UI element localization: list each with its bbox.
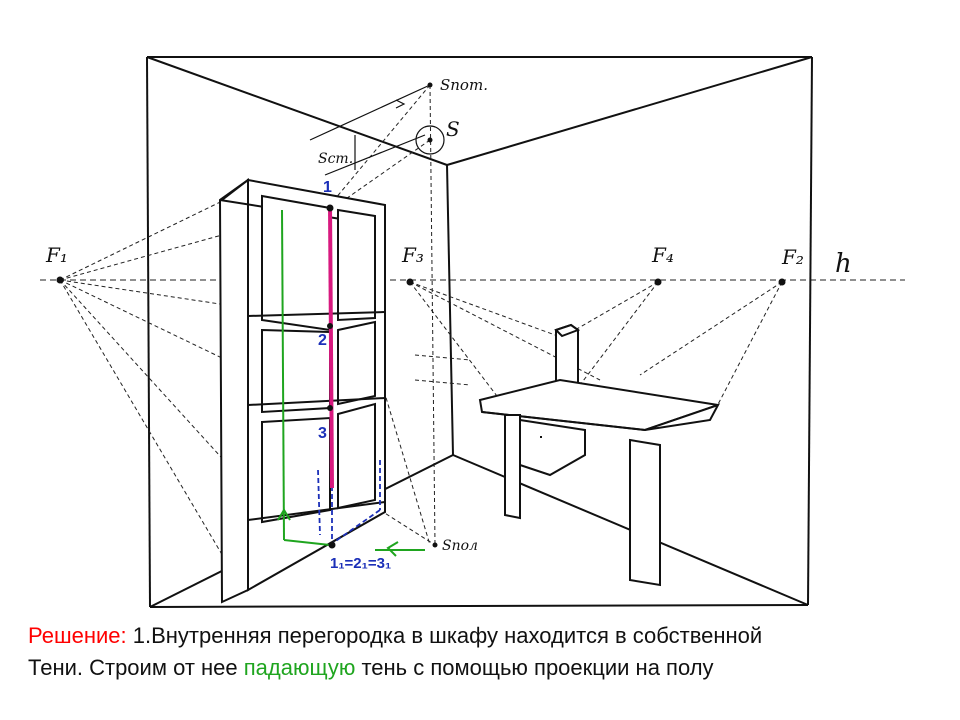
- solution-caption: Решение: 1.Внутренняя перегородка в шкаф…: [28, 620, 948, 684]
- label-f1: F₁: [45, 243, 68, 267]
- green-shadow: [277, 209, 425, 557]
- light-construction: [309, 84, 445, 176]
- label-f2: F₂: [781, 245, 804, 269]
- label-horizon: h: [835, 249, 852, 279]
- label-s-floor: Sпол: [442, 538, 478, 554]
- label-point-2: 2: [318, 332, 327, 349]
- caption-line1: 1.Внутренняя перегородка в шкафу находит…: [126, 623, 763, 648]
- caption-prefix: Решение:: [28, 623, 127, 648]
- vanishing-points: [56, 276, 786, 548]
- cabinet: [218, 178, 386, 604]
- caption-highlight: падающую: [243, 655, 356, 680]
- vp-f3: [406, 278, 414, 286]
- label-point-1: 1: [323, 179, 332, 196]
- label-light-source: S: [446, 117, 460, 141]
- caption-line2-end: тень с помощью проекции на полу: [355, 655, 714, 680]
- construction-lines: [59, 84, 783, 586]
- label-f4: F₄: [651, 243, 674, 267]
- caption-line2-start: Тени. Строим от нее: [28, 655, 244, 680]
- vp-f1: [56, 276, 64, 284]
- vp-f4: [654, 278, 662, 286]
- label-f3: F₃: [401, 243, 424, 267]
- table: [478, 323, 721, 587]
- label-s-wall: Sст.: [318, 151, 353, 167]
- light-source-icon: [415, 125, 445, 155]
- label-s-ceiling: Sпот.: [440, 76, 488, 94]
- label-floor-points: 1₁=2₁=3₁: [330, 555, 391, 572]
- vp-f2: [778, 278, 786, 286]
- inner-partition: [328, 204, 334, 489]
- label-point-3: 3: [318, 425, 327, 442]
